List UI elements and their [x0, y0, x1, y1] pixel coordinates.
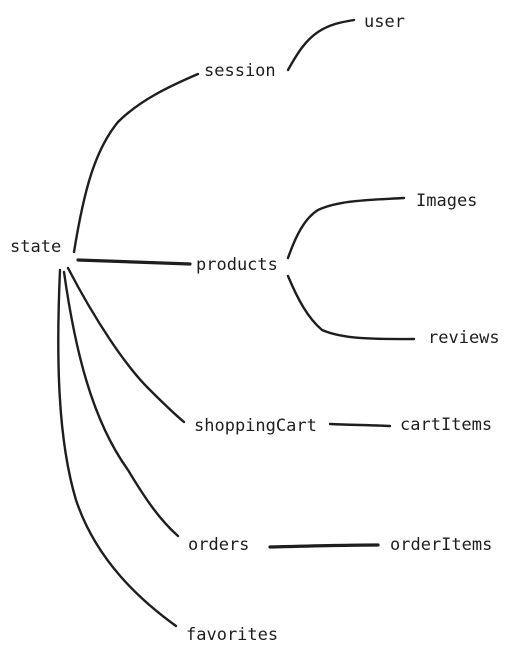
node-cartitems: cartItems — [400, 415, 493, 435]
edge-products-reviews — [286, 274, 416, 341]
edge-state-products — [76, 258, 192, 266]
edge-session-user — [286, 18, 356, 72]
node-session: session — [204, 61, 276, 81]
node-shoppingcart: shoppingCart — [194, 416, 317, 436]
node-user: user — [364, 12, 405, 32]
edge-products-images — [286, 196, 406, 260]
node-products: products — [196, 255, 278, 275]
edge-state-orders — [62, 270, 180, 538]
node-orders: orders — [188, 535, 250, 555]
node-images: Images — [416, 191, 478, 211]
edge-state-shoppingcart — [66, 266, 186, 424]
edge-orders-orderitems — [268, 543, 380, 549]
node-reviews: reviews — [428, 328, 500, 348]
node-orderitems: orderItems — [390, 535, 493, 555]
edge-state-favorites — [57, 268, 178, 628]
edge-shoppingcart-cartitems — [328, 422, 392, 428]
node-favorites: favorites — [186, 625, 279, 645]
node-state: state — [10, 237, 62, 257]
edge-state-session — [72, 72, 200, 254]
